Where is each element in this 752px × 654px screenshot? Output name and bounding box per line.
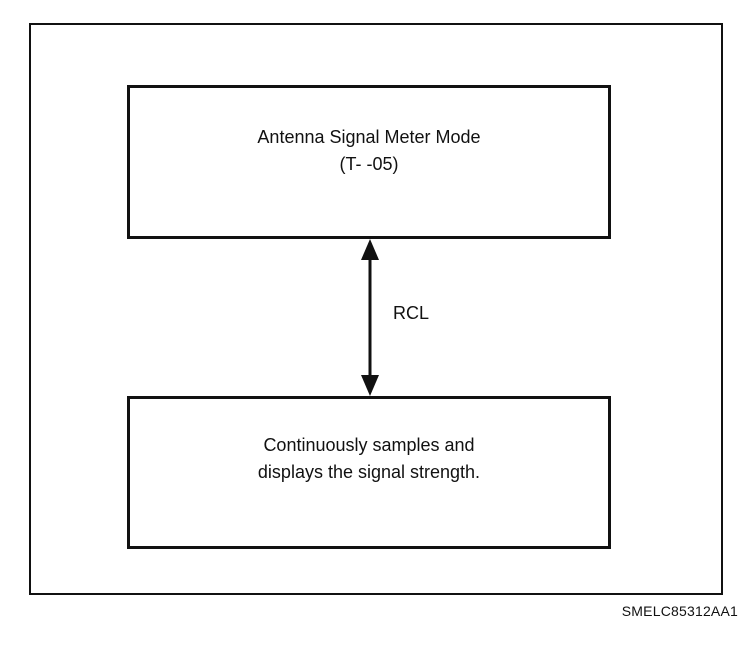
bottom-box-line1: Continuously samples and <box>263 434 475 455</box>
rcl-label: RCL <box>393 303 430 323</box>
diagram-frame <box>29 23 723 595</box>
top-box-code: (T- -05) <box>339 154 399 174</box>
arrow-head-down-icon <box>361 375 379 396</box>
signal-strength-box: Continuously samples and displays the si… <box>127 396 611 549</box>
bottom-box-line2: displays the signal strength. <box>257 461 481 482</box>
arrow-head-up-icon <box>361 239 379 260</box>
figure-code: SMELC85312AA1 <box>621 603 738 619</box>
antenna-signal-meter-mode-box: Antenna Signal Meter Mode (T- -05) <box>127 85 611 239</box>
top-box-title: Antenna Signal Meter Mode <box>257 127 481 147</box>
